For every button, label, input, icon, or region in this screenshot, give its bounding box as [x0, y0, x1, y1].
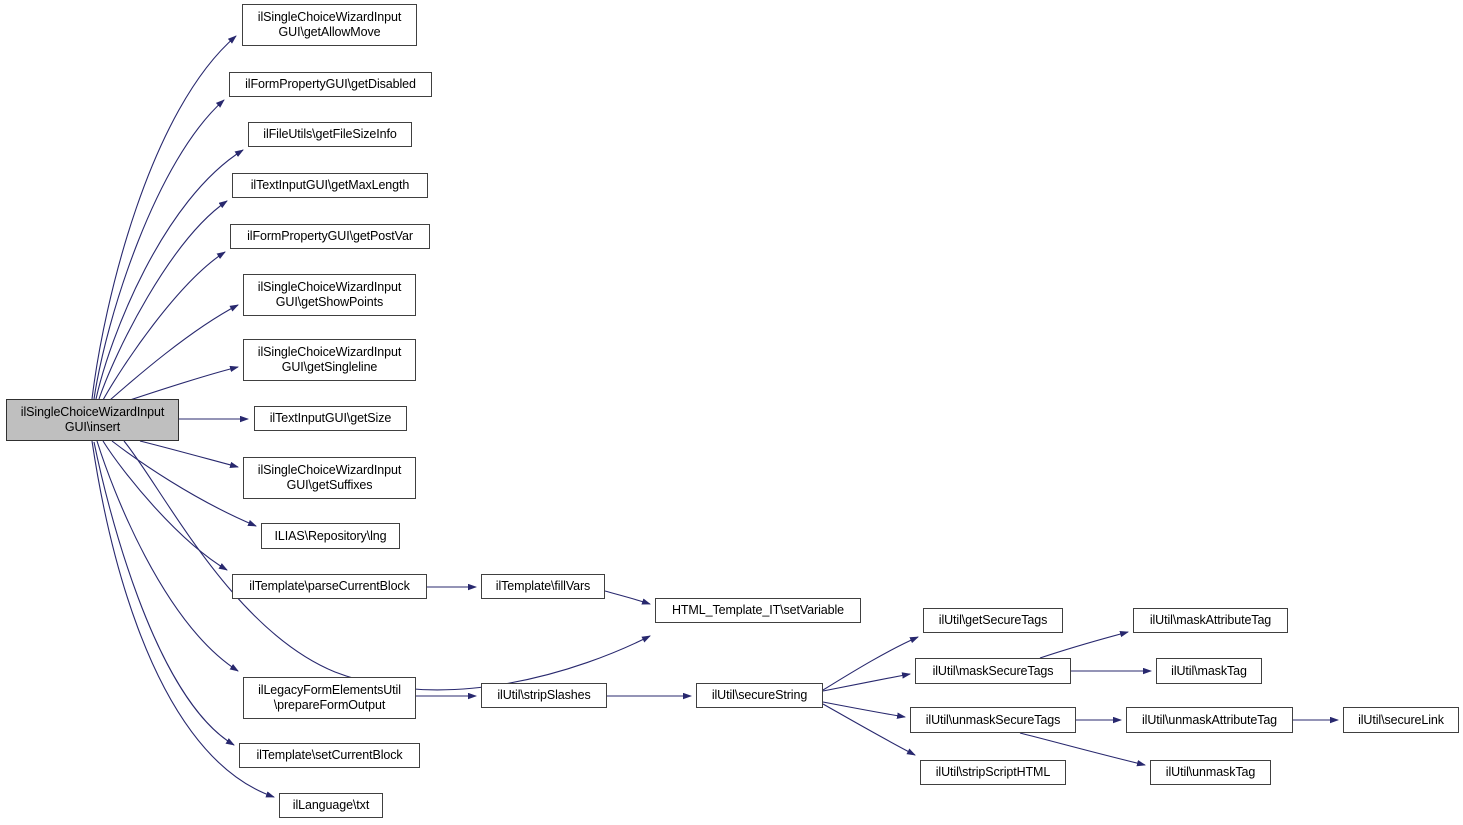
graph-node-secureLink[interactable]: ilUtil\secureLink: [1343, 707, 1459, 733]
graph-node-unmaskTag[interactable]: ilUtil\unmaskTag: [1150, 760, 1271, 785]
graph-node-stripSlashes[interactable]: ilUtil\stripSlashes: [481, 683, 607, 708]
graph-node-fillVars[interactable]: ilTemplate\fillVars: [481, 574, 605, 599]
graph-node-setCurrentBlock[interactable]: ilTemplate\setCurrentBlock: [239, 743, 420, 768]
graph-node-getAllowMove[interactable]: ilSingleChoiceWizardInput GUI\getAllowMo…: [242, 4, 417, 46]
graph-node-unmaskAttributeTag[interactable]: ilUtil\unmaskAttributeTag: [1126, 707, 1293, 733]
call-edge-root-to-getMaxLength: [98, 200, 228, 400]
call-edge-root-to-getFileSizeInfo: [95, 149, 244, 400]
graph-node-parseCurrentBlock[interactable]: ilTemplate\parseCurrentBlock: [232, 574, 427, 599]
call-edge-root-to-getAllowMove: [91, 35, 237, 400]
graph-node-getSuffixes[interactable]: ilSingleChoiceWizardInput GUI\getSuffixe…: [243, 457, 416, 499]
call-edge-secureString-to-unmaskSecureTags: [822, 701, 906, 719]
call-edge-root-to-getSingleline: [123, 365, 239, 403]
graph-node-getDisabled[interactable]: ilFormPropertyGUI\getDisabled: [229, 72, 432, 97]
graph-node-getSize[interactable]: ilTextInputGUI\getSize: [254, 406, 407, 431]
graph-node-root[interactable]: ilSingleChoiceWizardInput GUI\insert: [6, 399, 179, 441]
call-edge-root-to-parseCurrentBlock: [102, 440, 228, 571]
call-edge-root-to-getPostVar: [102, 251, 226, 401]
call-edge-root-to-setCurrentBlock: [93, 441, 235, 746]
call-edge-secureString-to-stripScriptHTML: [822, 703, 916, 756]
graph-node-maskAttributeTag[interactable]: ilUtil\maskAttributeTag: [1133, 608, 1288, 633]
graph-node-unmaskSecureTags[interactable]: ilUtil\unmaskSecureTags: [910, 707, 1076, 733]
graph-node-setVariable[interactable]: HTML_Template_IT\setVariable: [655, 598, 861, 623]
call-edge-secureString-to-getSecureTags: [822, 636, 919, 691]
call-edge-root-to-getDisabled: [93, 99, 225, 400]
graph-node-secureString[interactable]: ilUtil\secureString: [696, 683, 823, 708]
call-edge-fillVars-to-setVariable: [604, 590, 651, 605]
graph-node-maskTag[interactable]: ilUtil\maskTag: [1156, 658, 1262, 684]
call-edge-root-to-getShowPoints: [109, 304, 239, 401]
call-edge-secureString-to-maskSecureTags: [822, 672, 911, 692]
graph-node-lng[interactable]: ILIAS\Repository\lng: [261, 523, 400, 549]
graph-node-getFileSizeInfo[interactable]: ilFileUtils\getFileSizeInfo: [248, 122, 412, 147]
graph-node-stripScriptHTML[interactable]: ilUtil\stripScriptHTML: [920, 760, 1066, 785]
graph-node-getPostVar[interactable]: ilFormPropertyGUI\getPostVar: [230, 224, 430, 249]
graph-node-prepareFormOutput[interactable]: ilLegacyFormElementsUtil \prepareFormOut…: [243, 677, 416, 719]
call-edge-maskSecureTags-to-maskAttributeTag: [1039, 630, 1129, 659]
graph-node-maskSecureTags[interactable]: ilUtil\maskSecureTags: [915, 658, 1071, 684]
graph-node-getSingleline[interactable]: ilSingleChoiceWizardInput GUI\getSinglel…: [243, 339, 416, 381]
call-edge-root-to-lng: [111, 440, 257, 527]
call-edge-root-to-prepareFormOutput: [96, 440, 239, 672]
graph-node-getMaxLength[interactable]: ilTextInputGUI\getMaxLength: [232, 173, 428, 198]
call-edge-root-to-getSuffixes: [139, 440, 239, 469]
graph-node-getShowPoints[interactable]: ilSingleChoiceWizardInput GUI\getShowPoi…: [243, 274, 416, 316]
graph-node-txt[interactable]: ilLanguage\txt: [279, 793, 383, 818]
graph-node-getSecureTags[interactable]: ilUtil\getSecureTags: [923, 608, 1063, 633]
